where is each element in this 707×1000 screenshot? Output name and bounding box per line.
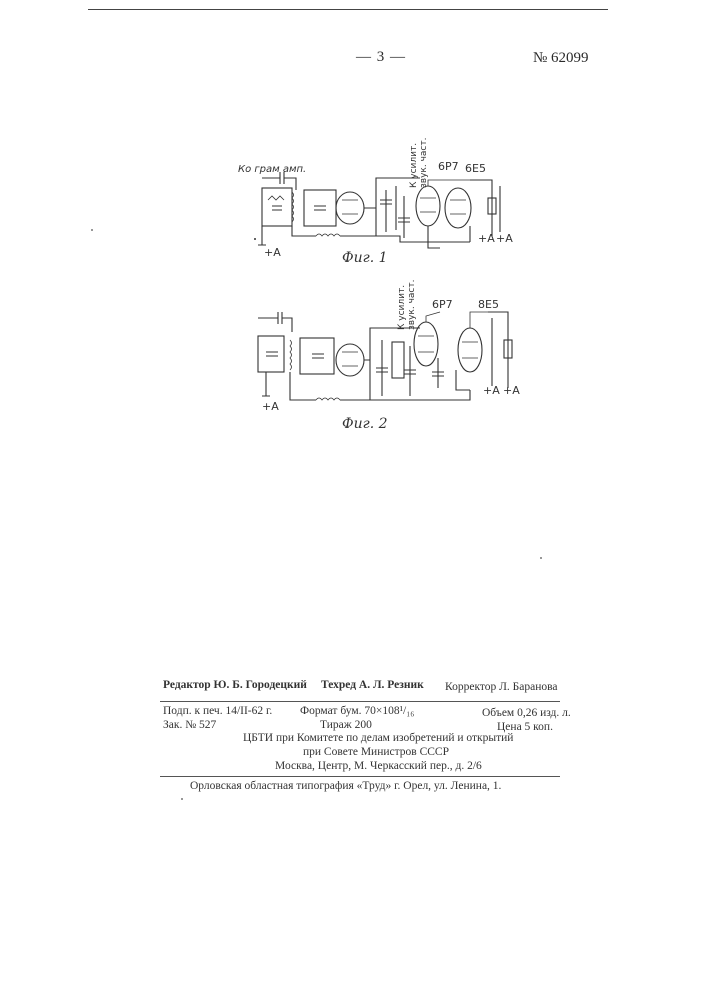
imprint-rule [160, 701, 560, 702]
fig2-side-label-a: К усилит. [397, 285, 407, 330]
imprint-run: Тираж 200 [320, 719, 372, 731]
imprint-org-line1: ЦБТИ при Комитете по делам изобретений и… [243, 732, 513, 744]
fig1-plus-a-2: +А [478, 232, 495, 245]
fig2-tube-b-label: 8Е5 [478, 298, 499, 311]
fig1-tube-b-label: 6Е5 [465, 162, 486, 175]
speck [181, 798, 183, 800]
fig2-plus-a-3: +А [503, 384, 520, 397]
fig1-tube-a-label: 6Р7 [438, 160, 459, 173]
imprint-order: Зак. № 527 [163, 719, 216, 731]
imprint-printer: Орловская областная типография «Труд» г.… [190, 780, 501, 792]
fig1-side-label-a: К усилит. [409, 143, 419, 188]
figure-1-caption: Фиг. 1 [342, 250, 388, 266]
fig2-plus-a-2: +А [483, 384, 500, 397]
imprint-org-line3: Москва, Центр, М. Черкасский пер., д. 2/… [275, 760, 482, 772]
figure-2-caption: Фиг. 2 [342, 416, 388, 432]
fig1-plus-a-1: +А [264, 246, 281, 259]
fig1-side-label-b: звук. част. [419, 138, 429, 188]
imprint-format: Формат бум. 70×108¹/₁₆ [300, 705, 414, 717]
speck [91, 229, 93, 231]
imprint-rule-bottom [160, 776, 560, 777]
imprint-org-line2: при Совете Министров СССР [303, 746, 449, 758]
speck [540, 557, 542, 559]
fig2-tube-a-label: 6Р7 [432, 298, 453, 311]
fig1-plus-a-3: +А [496, 232, 513, 245]
fig1-input-label: Ко грам амп. [238, 164, 306, 175]
imprint-editor: Редактор Ю. Б. Городецкий [163, 679, 307, 691]
fig2-plus-a-1: +А [262, 400, 279, 413]
imprint-techred: Техред А. Л. Резник [321, 679, 424, 691]
fig2-side-label-b: звук. част. [407, 280, 417, 330]
imprint-corrector: Корректор Л. Баранова [445, 681, 558, 693]
imprint-volume: Объем 0,26 изд. л. [482, 707, 571, 719]
imprint-signed: Подп. к печ. 14/II-62 г. [163, 705, 272, 717]
